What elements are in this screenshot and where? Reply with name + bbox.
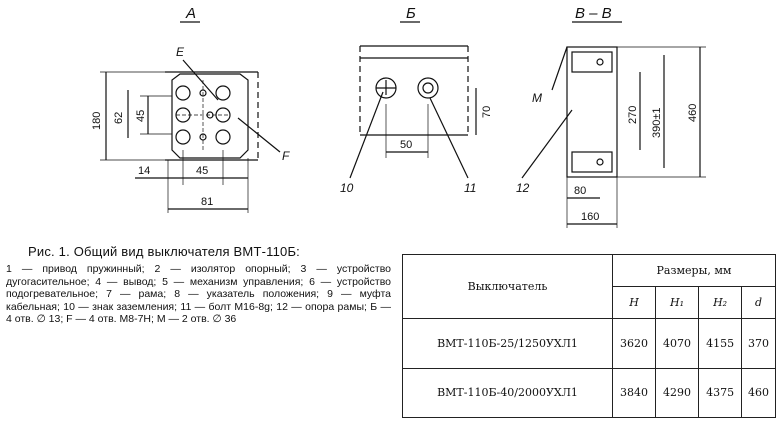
- view-a-label: А: [185, 5, 196, 22]
- row-cell: 370: [741, 318, 776, 369]
- sizes-table: Выключатель Размеры, мм H H₁ H₂ d ВМТ-11…: [402, 253, 776, 419]
- view-b: Б 50 70 10 11: [340, 5, 493, 195]
- dim-14: 14: [138, 165, 150, 177]
- row-cell: 4155: [698, 318, 743, 369]
- leader-f: F: [282, 149, 290, 163]
- dim-62: 62: [113, 112, 125, 124]
- row-cell: 4375: [698, 367, 743, 419]
- technical-drawing: А E F 180 62: [91, 5, 706, 228]
- header-sizes: Размеры, мм: [612, 253, 776, 288]
- leader-e: E: [176, 45, 185, 59]
- subheader-h2: H₂: [698, 286, 743, 320]
- callout-11: 11: [464, 181, 476, 195]
- dim-50: 50: [400, 139, 412, 151]
- subheader-h: H: [611, 286, 657, 320]
- table-row: ВМТ-110Б-25/1250УХЛ1 3620 4070 4155 370: [402, 318, 776, 369]
- dim-460: 460: [687, 104, 699, 122]
- subheader-h1: H₁: [655, 286, 700, 320]
- dim-270: 270: [627, 106, 639, 124]
- dim-81: 81: [201, 196, 213, 208]
- row-cell: 3840: [611, 367, 657, 419]
- row-name: ВМТ-110Б-40/2000УХЛ1: [402, 367, 613, 419]
- row-cell: 3620: [611, 318, 657, 369]
- dim-45-vertical: 45: [135, 110, 147, 122]
- view-b-label: Б: [406, 5, 416, 22]
- dim-390: 390±1: [651, 107, 663, 138]
- header-breaker: Выключатель: [402, 253, 613, 320]
- view-v-label: В – В: [575, 5, 612, 22]
- figure-caption: Рис. 1. Общий вид выключателя ВМТ-110Б: …: [6, 244, 391, 326]
- callout-10: 10: [340, 181, 354, 195]
- row-cell: 460: [741, 367, 776, 419]
- view-v: В – В M 12 270 390±1 460 80: [516, 5, 706, 228]
- dim-180: 180: [91, 112, 103, 130]
- table-subheader-row: H H₁ H₂ d: [403, 286, 776, 320]
- dim-45-horizontal: 45: [196, 165, 208, 177]
- table-header-row: Выключатель Размеры, мм: [402, 253, 776, 320]
- dim-70: 70: [481, 106, 493, 118]
- row-cell: 4290: [655, 367, 700, 419]
- row-name: ВМТ-110Б-25/1250УХЛ1: [402, 318, 613, 369]
- dim-80: 80: [574, 185, 586, 197]
- caption-legend: 1 — привод пружинный; 2 — изолятор опорн…: [6, 263, 391, 326]
- subheader-d: d: [741, 286, 776, 320]
- leader-m: M: [532, 91, 542, 105]
- table-row: ВМТ-110Б-40/2000УХЛ1 3840 4290 4375 460: [402, 367, 776, 419]
- callout-12: 12: [516, 181, 530, 195]
- dim-160: 160: [581, 211, 599, 223]
- view-a: А E F 180 62: [91, 5, 290, 213]
- caption-title: Рис. 1. Общий вид выключателя ВМТ-110Б:: [28, 244, 300, 259]
- caption-legend-text: 1 — привод пружинный; 2 — изолятор опорн…: [6, 263, 391, 325]
- row-cell: 4070: [655, 318, 700, 369]
